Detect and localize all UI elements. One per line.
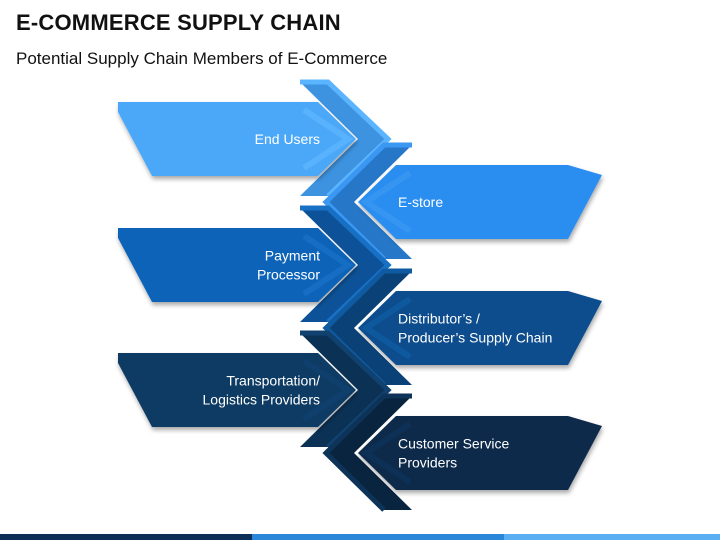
footer-color-bar [0,534,720,540]
member-banner-5 [118,353,356,427]
member-banner-2 [358,165,602,239]
member-banner-4 [358,291,602,365]
member-banner-3 [118,228,356,302]
chevron-highlight [322,393,412,512]
footer-bar-segment [0,534,252,540]
diagram-layer: End UsersE-storePaymentProcessorDistribu… [118,79,602,512]
chevron-right-shape [300,82,388,196]
page-subtitle: Potential Supply Chain Members of E-Comm… [16,49,388,68]
member-banner-1 [118,102,356,176]
chevron-left-shape [326,145,412,259]
member-label: Transportation/ [226,373,320,389]
footer-bar-segment [504,534,720,540]
member-label: E-store [398,194,443,210]
member-label: End Users [255,131,320,147]
page-title: E-COMMERCE SUPPLY CHAIN [16,10,341,35]
banner-accent-chevron [302,233,354,297]
banner-accent-chevron [360,170,412,234]
chevron-left-shape [326,271,412,385]
member-label: Providers [398,455,457,471]
banner-accent-chevron [360,296,412,360]
chevron-right-shape [300,208,388,322]
member-label: Producer’s Supply Chain [398,330,552,346]
chevron-right-shape [300,333,388,447]
member-banner-6 [358,416,602,490]
footer-bar-segment [252,534,504,540]
member-label: Distributor’s / [398,311,480,327]
banner-accent-chevron [302,358,354,422]
chevron-left-shape [326,396,412,510]
banner-accent-chevron [302,107,354,171]
member-label: Customer Service [398,436,509,452]
member-label: Logistics Providers [203,392,321,408]
banner-accent-chevron [360,421,412,485]
member-label: Processor [257,267,320,283]
member-label: Payment [265,248,320,264]
